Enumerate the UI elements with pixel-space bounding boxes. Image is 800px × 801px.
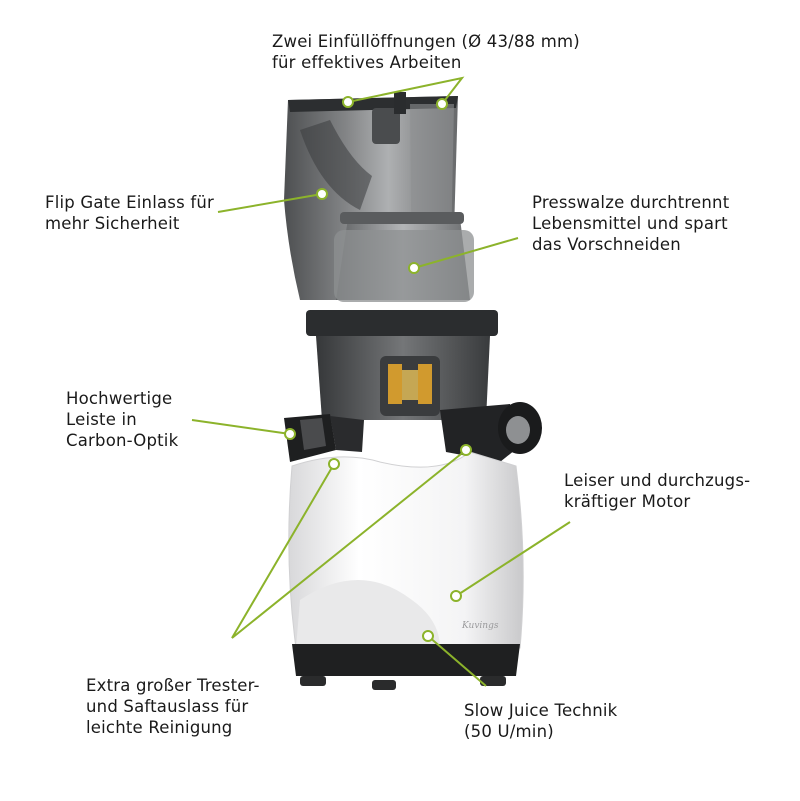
line-motor <box>455 521 571 597</box>
callout-outlets: Extra großer Trester- und Saftauslass fü… <box>86 675 260 738</box>
callout-dots <box>284 96 472 642</box>
press-chamber <box>334 212 474 302</box>
callout-line: kräftiger Motor <box>564 492 691 511</box>
callout-line: Extra großer Trester- <box>86 676 260 695</box>
dot-slow-juice <box>422 630 434 642</box>
dot-feed-large <box>436 98 448 110</box>
callout-line: Carbon-Optik <box>66 431 179 450</box>
dot-motor <box>450 590 462 602</box>
callout-line: für effektives Arbeiten <box>272 53 462 72</box>
callout-press-screw: Presswalze durchtrennt Lebensmittel und … <box>532 192 729 255</box>
dot-juice-outlet <box>460 444 472 456</box>
line-feed-openings <box>347 76 465 105</box>
motor-base <box>288 451 524 690</box>
line-press-screw <box>413 237 519 269</box>
callout-line: und Saftauslass für <box>86 697 249 716</box>
carbon-strip <box>284 414 364 462</box>
callout-slow-juice: Slow Juice Technik (50 U/min) <box>464 700 617 742</box>
dot-feed-small <box>342 96 354 108</box>
kuvings-logo: Kuvings <box>461 621 499 631</box>
callout-line: Hochwertige <box>66 389 173 408</box>
juicing-bowl <box>306 310 498 420</box>
callout-line: Leiste in <box>66 410 137 429</box>
callout-motor: Leiser und durchzugs- kräftiger Motor <box>564 470 750 512</box>
juice-outlet <box>440 402 542 462</box>
line-outlets <box>231 449 467 639</box>
callout-lines <box>191 76 571 687</box>
callout-line: mehr Sicherheit <box>45 214 180 233</box>
callout-line: (50 U/min) <box>464 722 554 741</box>
callout-line: Flip Gate Einlass für <box>45 193 214 212</box>
callout-line: das Vorschneiden <box>532 235 681 254</box>
dot-carbon-strip <box>284 428 296 440</box>
dot-press-screw <box>408 262 420 274</box>
dot-trester-outlet <box>328 458 340 470</box>
callout-line: Presswalze durchtrennt <box>532 193 730 212</box>
dot-flip-gate <box>316 188 328 200</box>
callout-carbon-strip: Hochwertige Leiste in Carbon-Optik <box>66 388 178 451</box>
callout-line: Slow Juice Technik <box>464 701 618 720</box>
callout-line: Zwei Einfüllöffnungen (Ø 43/88 mm) <box>272 32 580 51</box>
line-carbon-strip <box>191 419 291 435</box>
line-flip-gate <box>217 193 323 213</box>
callout-flip-gate: Flip Gate Einlass für mehr Sicherheit <box>45 192 214 234</box>
callout-line: Leiser und durchzugs- <box>564 471 751 490</box>
callout-line: Lebensmittel und spart <box>532 214 728 233</box>
callout-line: leichte Reinigung <box>86 718 233 737</box>
callout-feed-openings: Zwei Einfüllöffnungen (Ø 43/88 mm) für e… <box>272 31 580 73</box>
line-slow-juice <box>427 635 487 687</box>
